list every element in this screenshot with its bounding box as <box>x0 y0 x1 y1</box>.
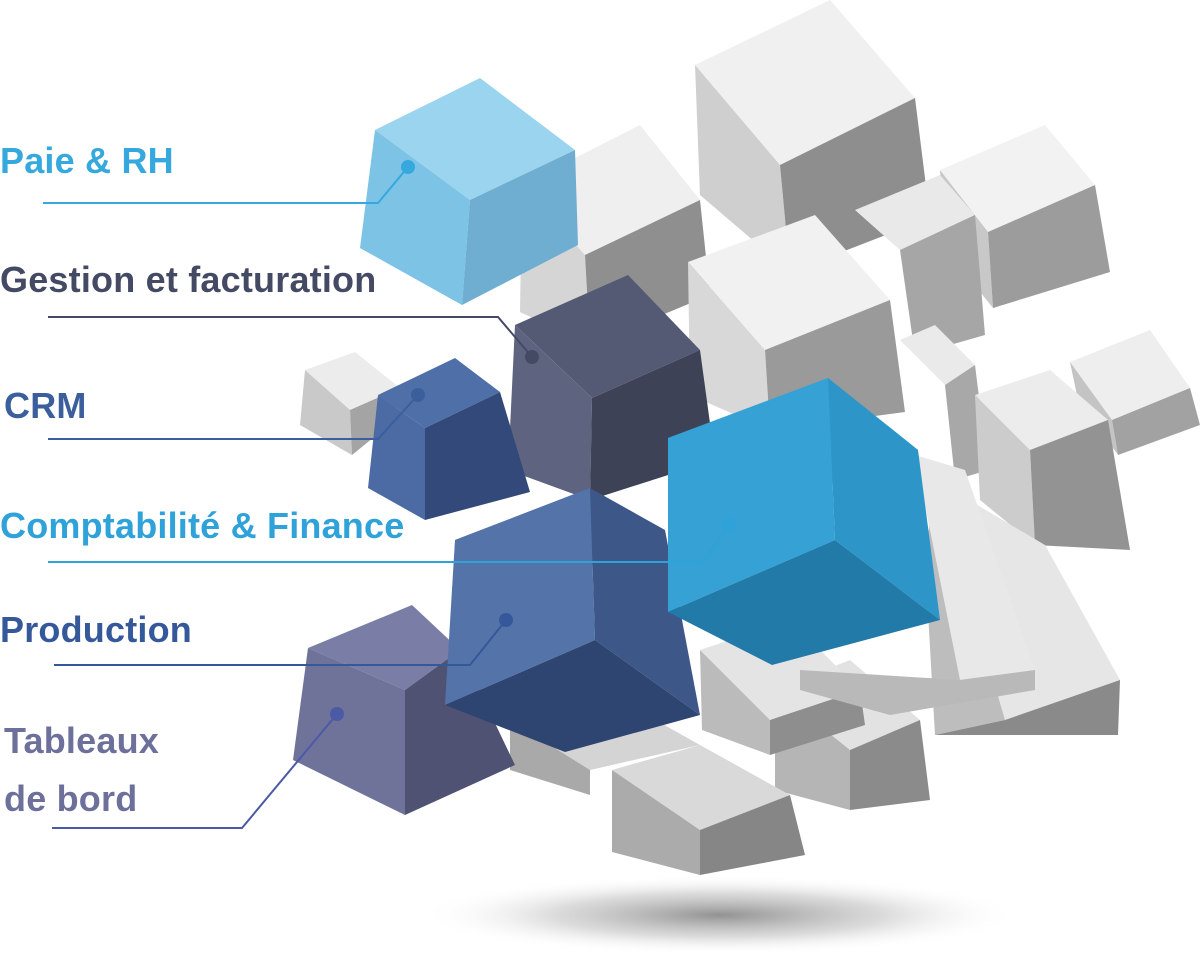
label-paie-rh: Paie & RH <box>0 140 174 181</box>
marker-dot <box>525 350 539 364</box>
leader-gestion <box>48 316 539 364</box>
cube-tableaux <box>293 605 515 815</box>
marker-dot <box>722 518 736 532</box>
leader-production <box>54 613 513 666</box>
cube-production <box>445 488 700 752</box>
cube-crm <box>368 358 530 520</box>
label-comptabilite-finance: Comptabilité & Finance <box>0 505 405 546</box>
label-production: Production <box>0 609 192 650</box>
leader-paie <box>43 160 415 204</box>
grey-cube <box>975 370 1130 550</box>
leader-crm <box>48 388 425 440</box>
label-crm: CRM <box>4 385 87 426</box>
label-tableaux-line2: de bord <box>4 777 138 819</box>
grey-cube <box>855 175 985 355</box>
marker-dot <box>330 707 344 721</box>
label-tableaux-line1: Tableaux <box>4 720 159 761</box>
marker-dot <box>411 388 425 402</box>
marker-dot <box>499 613 513 627</box>
grey-cube <box>612 745 805 875</box>
label-tableaux-de-bord: Tableaux de bord <box>4 712 159 827</box>
marker-dot <box>401 160 415 174</box>
grey-cube <box>800 455 1035 715</box>
grey-cube <box>900 325 988 480</box>
label-gestion-facturation: Gestion et facturation <box>0 259 377 300</box>
cube-paie <box>360 78 578 305</box>
leader-compta <box>48 518 736 563</box>
ground-shadow <box>420 875 1020 955</box>
leader-tableaux <box>52 707 344 829</box>
